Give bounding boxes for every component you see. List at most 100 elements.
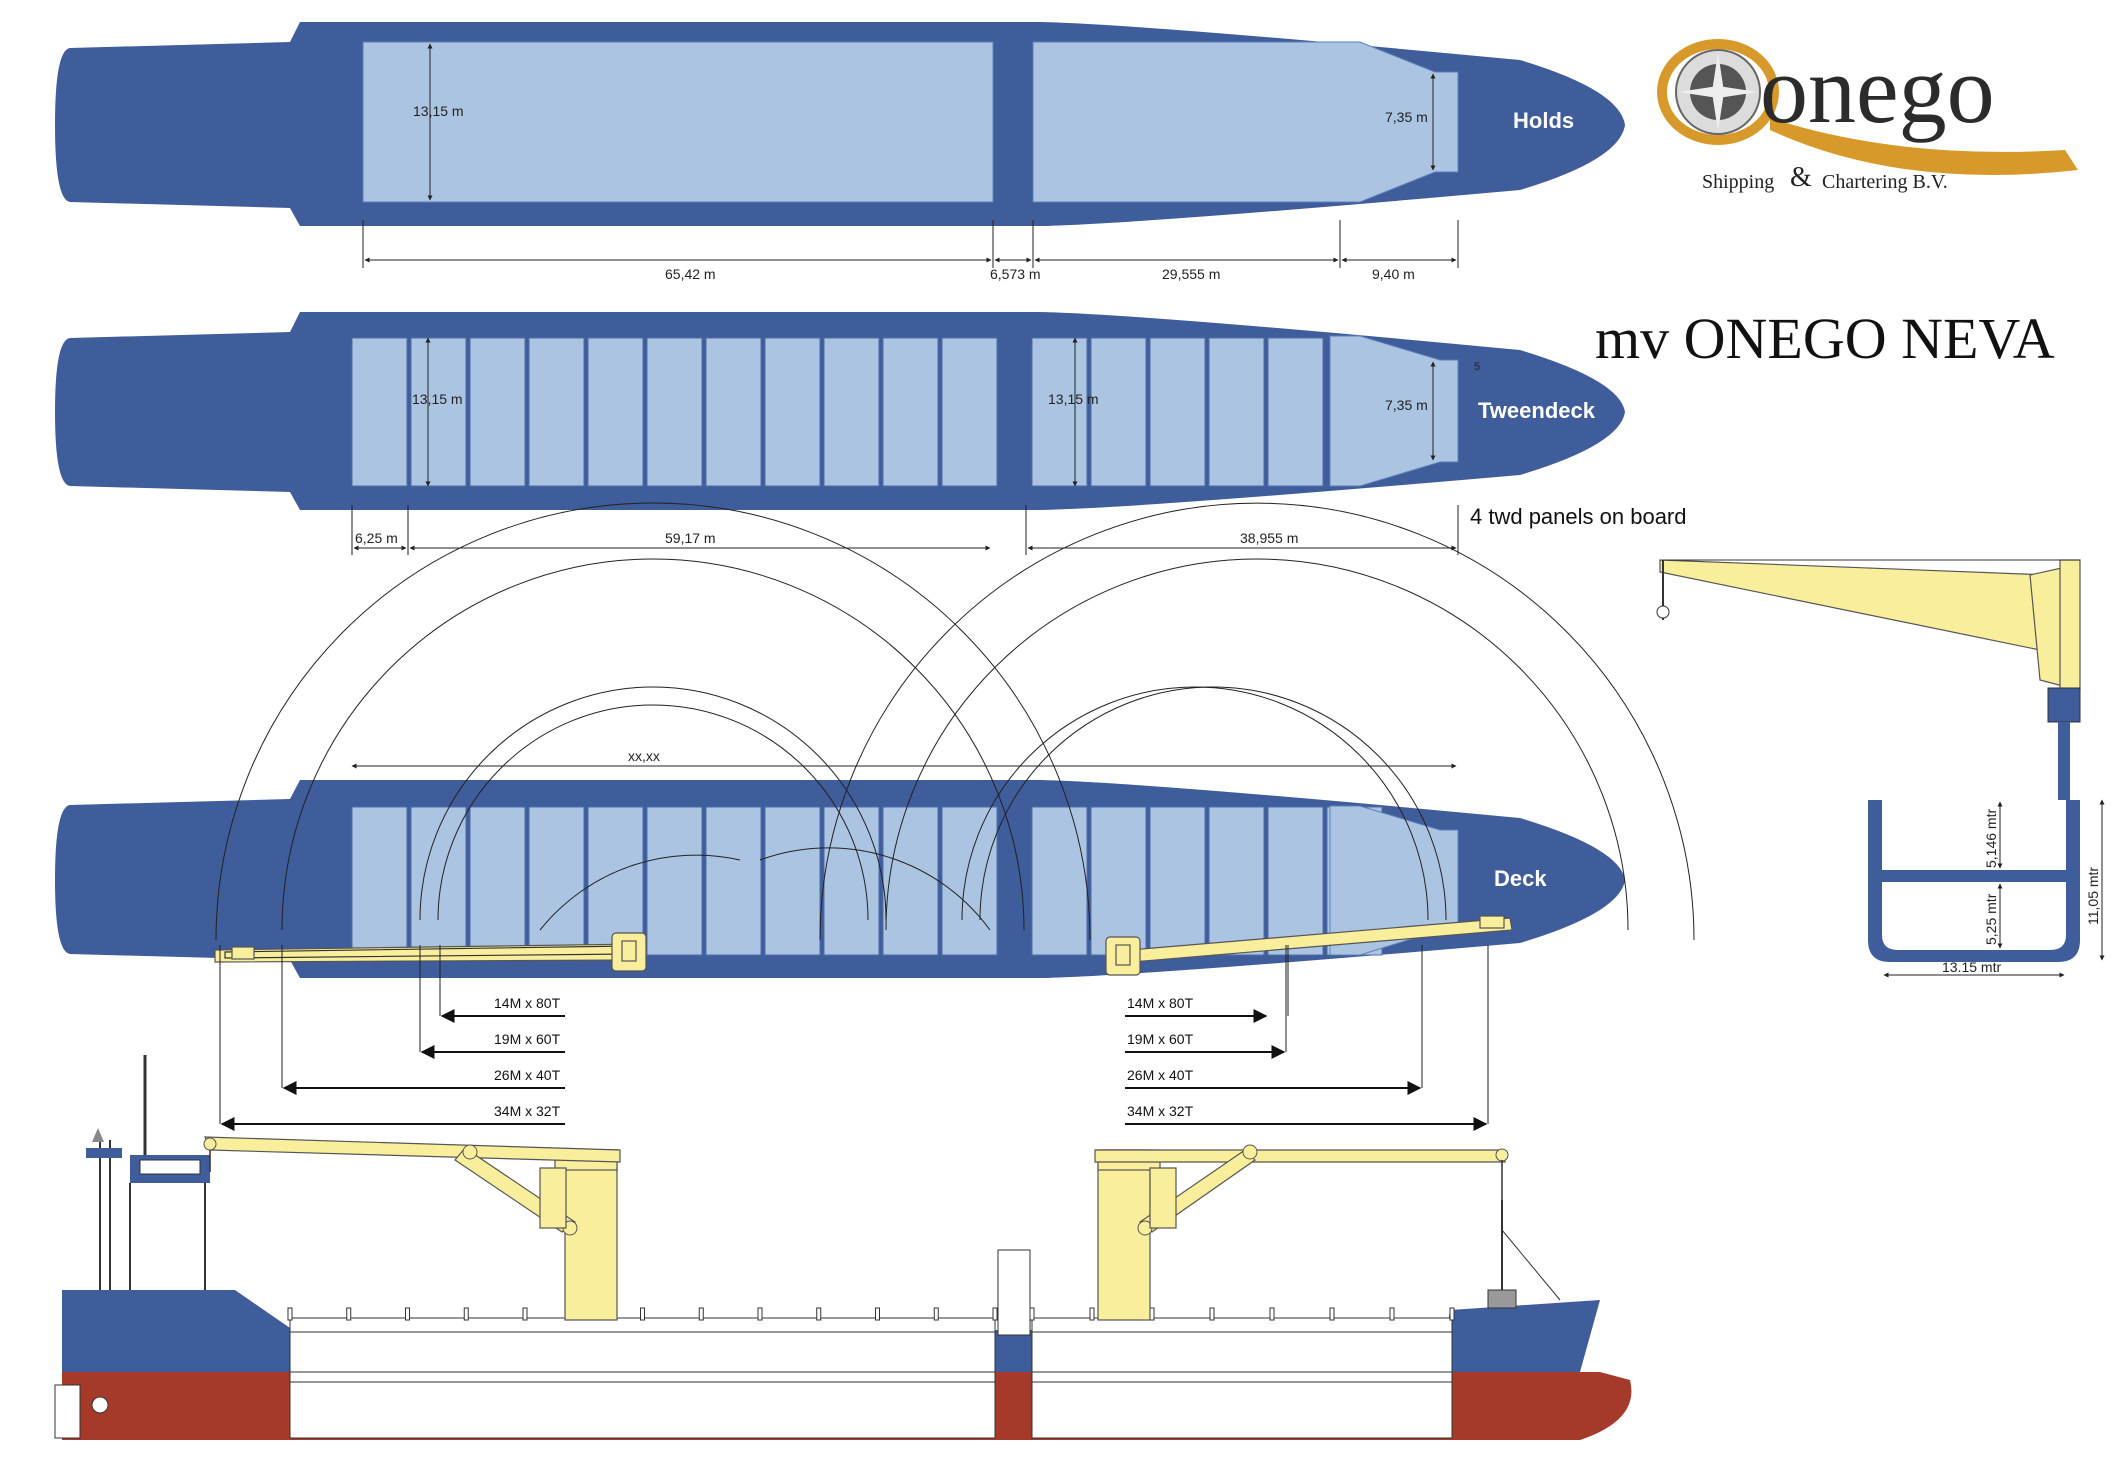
tweendeck-small-mark: 5 <box>1474 361 1480 373</box>
deck-panel-7 <box>705 806 762 956</box>
holds-dim-1: 65,42 m <box>665 266 716 282</box>
section-lower-height: 5,25 mtr <box>1983 893 1999 945</box>
deck-panel-fwd-3 <box>1149 806 1206 956</box>
side-hold-2 <box>1031 1331 1453 1439</box>
section-total-height: 11,05 mtr <box>2085 867 2101 925</box>
tweendeck-panel-6 <box>646 337 703 487</box>
deck-panel-fwd-2 <box>1090 806 1147 956</box>
fwd-reach-1: 14M x 80T <box>1127 995 1194 1011</box>
tweendeck-panels-fwd <box>1031 337 1324 487</box>
tweendeck-dim-2: 59,17 m <box>665 530 716 546</box>
tweendeck-panel-2 <box>410 337 467 487</box>
deck-panel-11 <box>941 806 998 956</box>
fwd-reach-2: 19M x 60T <box>1127 1031 1194 1047</box>
hatch-post <box>875 1307 880 1321</box>
logo-tagline-amp: & <box>1790 162 1812 193</box>
holds-beam-2: 7,35 m <box>1385 109 1428 125</box>
hold-1 <box>362 41 994 203</box>
tweendeck-plan: 13,15 m 13,15 m 7,35 m 5 Tweendeck 6,25 … <box>55 312 1625 555</box>
tweendeck-panel-10 <box>882 337 939 487</box>
tweendeck-beam-3: 7,35 m <box>1385 397 1428 413</box>
tweendeck-panel-8 <box>764 337 821 487</box>
hatch-post <box>405 1307 410 1321</box>
hatch-post <box>1089 1307 1095 1321</box>
tweendeck-panel-1 <box>351 337 408 487</box>
deck-panel-1 <box>351 806 408 956</box>
deck-span: xx,xx <box>628 748 660 764</box>
hatch-post <box>346 1307 352 1321</box>
tweendeck-panel-fwd-1 <box>1031 337 1088 487</box>
hatch-post <box>1209 1307 1215 1321</box>
tweendeck-dim-1: 6,25 m <box>355 530 398 546</box>
tweendeck-panel-3 <box>469 337 526 487</box>
aft-reach-1: 14M x 80T <box>494 995 561 1011</box>
onego-logo: onego Shipping & Chartering B.V. <box>1657 36 2078 193</box>
tweendeck-panel-11 <box>941 337 998 487</box>
aft-crane-side <box>203 1136 621 1321</box>
logo-tagline-right: Chartering B.V. <box>1822 171 1948 193</box>
holds-plan: 13,15 m 7,35 m Holds 65,42 m 6,573 m 29,… <box>55 22 1625 282</box>
holds-beam-1: 13,15 m <box>413 103 464 119</box>
holds-dim-4: 9,40 m <box>1372 266 1415 282</box>
cross-section: 5,146 mtr 5,25 mtr 11,05 mtr 13.15 mtr <box>1656 559 2105 978</box>
aft-crane-plan <box>214 932 647 972</box>
tweendeck-beam-1: 13,15 m <box>412 391 463 407</box>
fwd-crane-side <box>1094 1144 1509 1321</box>
deck-panel-fwd-4 <box>1208 806 1265 956</box>
deck-panel-fwd-5 <box>1267 806 1324 956</box>
hatch-post <box>640 1307 645 1321</box>
tweendeck-bow-space <box>1329 335 1459 487</box>
deck-panel-3 <box>469 806 526 956</box>
hatch-post <box>522 1307 528 1321</box>
logo-brand: onego <box>1760 36 1995 143</box>
side-profile <box>54 1055 1632 1440</box>
deck-panel-10 <box>882 806 939 956</box>
funnel-top <box>86 1148 122 1158</box>
crane-reach-arcs <box>215 502 1695 941</box>
hatch-post <box>463 1307 469 1321</box>
hatch-post <box>287 1307 293 1321</box>
bow-upper <box>1440 1300 1600 1372</box>
tweendeck-beam-2: 13,15 m <box>1048 391 1099 407</box>
tweendeck-panel-7 <box>705 337 762 487</box>
deck-plan: Deck xx,xx <box>55 502 1695 978</box>
vessel-title: mv ONEGO NEVA <box>1595 306 2055 371</box>
tweendeck-label: Tweendeck <box>1478 398 1596 423</box>
hatch-post <box>698 1307 704 1321</box>
hatch-post <box>1449 1307 1455 1321</box>
aft-reach-3: 26M x 40T <box>494 1067 561 1083</box>
holds-dim-2: 6,573 m <box>990 266 1041 282</box>
deck-panel-9 <box>823 806 880 956</box>
tweendeck-panel-fwd-4 <box>1208 337 1265 487</box>
fwd-reach-4: 34M x 32T <box>1127 1103 1194 1119</box>
hatch-posts <box>287 1307 1455 1321</box>
tweendeck-panel-9 <box>823 337 880 487</box>
aft-reach-2: 19M x 60T <box>494 1031 561 1047</box>
tweendeck-dim-3: 38,955 m <box>1240 530 1298 546</box>
tweendeck-panels-aft <box>351 337 998 487</box>
deck-label: Deck <box>1494 866 1547 891</box>
tweendeck-panel-fwd-3 <box>1149 337 1206 487</box>
section-breadth: 13.15 mtr <box>1942 959 2001 975</box>
hatch-post <box>992 1307 998 1321</box>
tweendeck-panel-5 <box>587 337 644 487</box>
deck-panel-6 <box>646 806 703 956</box>
hold-2 <box>1032 41 1459 203</box>
tweendeck-panel-fwd-5 <box>1267 337 1324 487</box>
deck-panel-fwd-1 <box>1031 806 1088 956</box>
tweendeck-panel-4 <box>528 337 585 487</box>
holds-dim-3: 29,555 m <box>1162 266 1220 282</box>
holds-label: Holds <box>1513 108 1574 133</box>
hatch-post <box>1329 1307 1335 1321</box>
hatch-post <box>1029 1307 1035 1321</box>
fwd-reach-3: 26M x 40T <box>1127 1067 1194 1083</box>
logo-tagline-left: Shipping <box>1702 171 1774 193</box>
fwd-crane-plan <box>1105 915 1513 976</box>
hatch-post <box>933 1307 939 1321</box>
deck-panel-4 <box>528 806 585 956</box>
hatch-post <box>1389 1307 1395 1321</box>
hatch-post <box>1269 1307 1275 1321</box>
aft-reach-4: 34M x 32T <box>494 1103 561 1119</box>
tweendeck-panels-note: 4 twd panels on board <box>1470 504 1687 529</box>
